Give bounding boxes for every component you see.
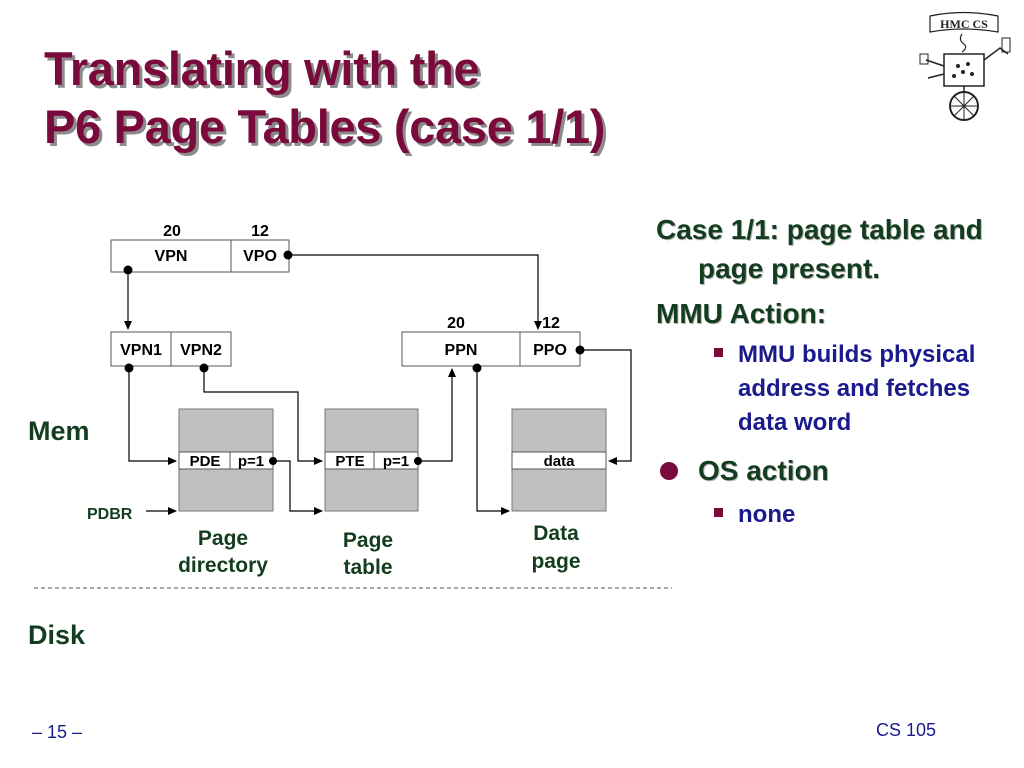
vpo-field: VPO: [243, 248, 277, 265]
page-table-caption-2: table: [343, 556, 392, 579]
mmu-action-text: MMU builds physical address and fetches …: [738, 341, 976, 436]
pte-label: PTE: [335, 453, 364, 470]
virtual-address-box: [110, 239, 290, 273]
mmu-action-heading: MMU Action:: [656, 298, 827, 329]
ppo-to-data-arrow: [580, 349, 632, 465]
square-bullet-icon: [714, 348, 723, 357]
ppn-to-datapage-arrow: [476, 368, 510, 515]
ppn-bits-label: 20: [447, 315, 465, 332]
mem-label: Mem: [28, 416, 90, 446]
os-action-subitem: none: [656, 498, 996, 532]
slide-title: Translating with the P6 Page Tables (cas…: [44, 40, 605, 156]
data-page-caption-2: page: [531, 550, 580, 573]
page-directory-caption-2: directory: [178, 554, 268, 577]
pte-to-ppn-arrow: [418, 368, 456, 462]
vpn1-field: VPN1: [120, 342, 162, 359]
mmu-action-item: MMU builds physical address and fetches …: [656, 338, 996, 440]
ppn-field: PPN: [445, 342, 478, 359]
disk-label: Disk: [28, 620, 86, 650]
data-entry: [511, 451, 607, 470]
os-action-item: OS action: [656, 452, 996, 490]
title-line-2: P6 Page Tables (case 1/1): [44, 100, 606, 153]
logo-text: HMC CS: [940, 17, 988, 31]
physical-address-box: [401, 331, 581, 367]
round-bullet-icon: [660, 462, 678, 480]
course-label: CS 105: [876, 720, 937, 740]
vpo-to-ppo-arrow: [289, 254, 542, 330]
pte-present-bit: p=1: [383, 453, 409, 470]
pdbr-label: PDBR: [87, 506, 133, 523]
os-action-heading: OS action: [698, 455, 829, 486]
vpn2-field: VPN2: [180, 342, 222, 359]
vpn-bits-label: 20: [163, 223, 181, 240]
case-description: Case 1/1: page table and page present.: [656, 214, 983, 284]
data-page-caption-1: Data: [533, 522, 579, 545]
vpo-bits-label: 12: [251, 223, 269, 240]
title-line-1: Translating with the: [44, 42, 480, 95]
pde-present-bit: p=1: [238, 453, 264, 470]
pde-label: PDE: [190, 453, 221, 470]
hmc-cs-logo: HMC CS: [919, 11, 1011, 121]
ppo-bits-label: 12: [542, 315, 560, 332]
explanation-panel: Case 1/1: page table and page present. M…: [656, 210, 996, 532]
square-bullet-icon: [714, 508, 723, 517]
vpn2-to-pte-arrow: [203, 368, 323, 465]
os-action-text: none: [738, 501, 796, 528]
page-number: – 15 –: [32, 722, 83, 742]
pde-to-pagetable-arrow: [273, 460, 323, 515]
ppo-field: PPO: [533, 342, 567, 359]
vpn1-to-pde-arrow: [128, 368, 177, 465]
page-directory-caption-1: Page: [198, 527, 248, 550]
vpn-field: VPN: [155, 248, 188, 265]
page-table-caption-1: Page: [343, 529, 393, 552]
data-entry-label: data: [544, 453, 576, 470]
